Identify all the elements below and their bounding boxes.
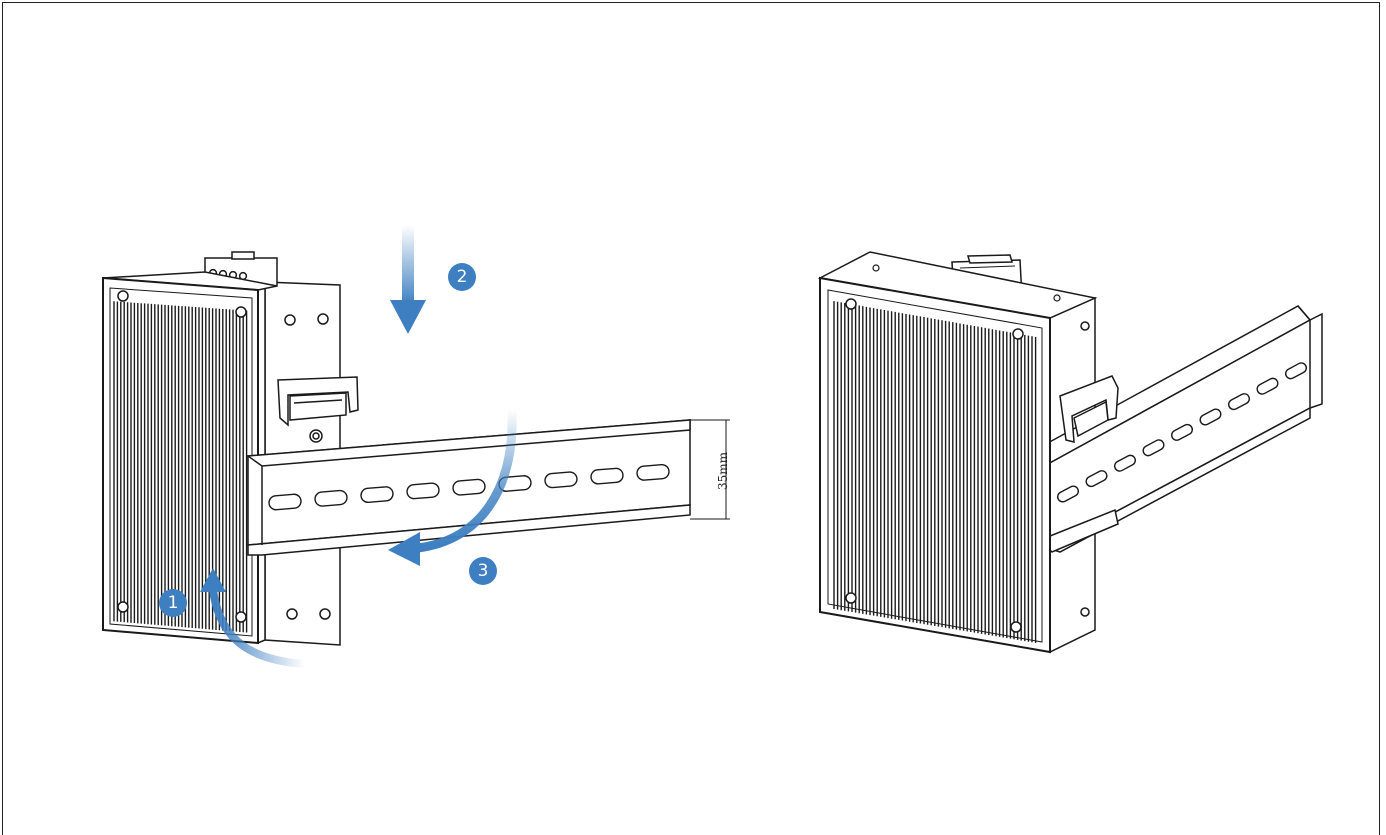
step-2-arrow [390,225,426,334]
rail-slot [452,478,486,496]
rail-slot [268,493,302,511]
left-heatsink-body [102,271,278,645]
rail-slot [1057,485,1079,503]
rail-slot [1171,423,1193,441]
right-heatsink-body [817,251,1098,654]
step-marker-2: 2 [448,263,476,291]
step-marker-1: 1 [159,589,187,617]
rail-slot [1142,439,1165,457]
step-marker-2-label: 2 [457,267,468,287]
step-marker-3-label: 3 [478,561,489,581]
rail-dimension: 35mm [716,420,730,519]
rail-slot [1114,454,1136,472]
right-device-assembly [817,251,1323,654]
rail-slot [544,471,578,489]
step-3-arrow [388,409,517,566]
rail-slot [1285,362,1307,380]
dimension-label: 35mm [716,451,730,490]
step-marker-1-label: 1 [168,593,179,613]
step-marker-3: 3 [469,557,497,585]
rail-slot [314,489,348,507]
left-din-rail [245,419,730,556]
left-device-assembly: 35mm [102,251,730,646]
step-1-arrow [200,568,306,668]
rail-slot [636,463,670,481]
rail-slot [1256,377,1279,395]
rail-slot [590,467,624,485]
left-din-clip [277,376,359,427]
rail-slot [1228,393,1250,411]
rail-slot [406,482,440,500]
rail-slot [1085,470,1108,488]
rail-slot [360,486,394,504]
rail-slot [1199,408,1222,426]
